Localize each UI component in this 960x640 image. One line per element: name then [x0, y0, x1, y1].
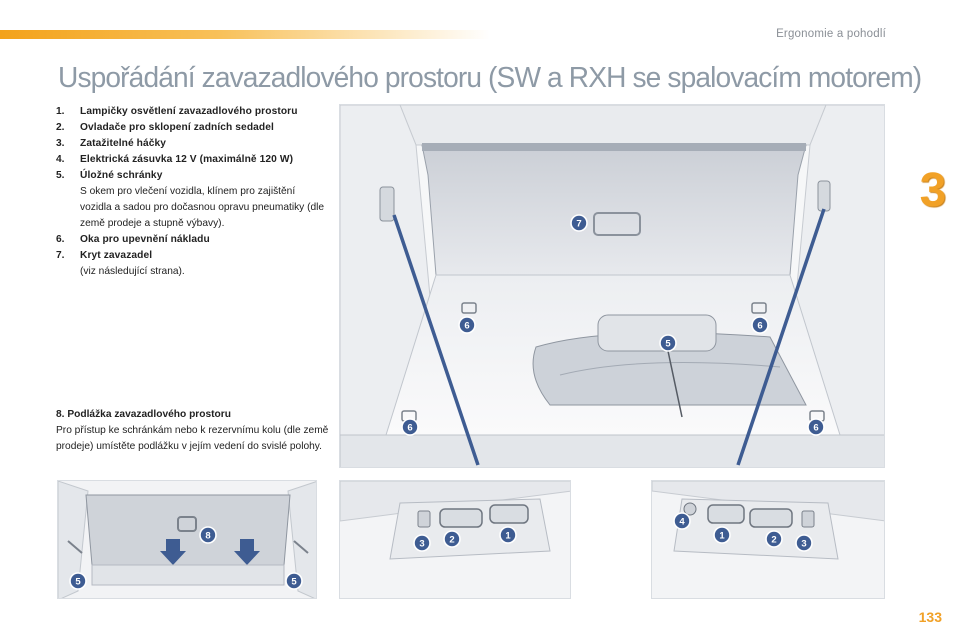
legend-title: Ovladače pro sklopení zadních sedadel — [80, 122, 274, 133]
svg-text:5: 5 — [75, 577, 81, 588]
legend-description: Pro přístup ke schránkám nebo k rezervní… — [56, 425, 329, 452]
legend-title: Podlážka zavazadlového prostoru — [67, 409, 231, 420]
svg-text:5: 5 — [291, 577, 297, 588]
svg-text:2: 2 — [771, 535, 776, 546]
svg-text:3: 3 — [419, 539, 424, 550]
svg-text:1: 1 — [505, 531, 511, 542]
marker-3: 3 — [413, 534, 431, 552]
legend-item: 4. Elektrická zásuvka 12 V (maximálně 12… — [56, 152, 326, 168]
legend-title: Úložné schránky — [80, 170, 163, 181]
trunk-main-illustration: 7 6 6 5 6 6 — [339, 104, 885, 468]
svg-text:5: 5 — [665, 339, 671, 350]
legend-list: 1. Lampičky osvětlení zavazadlového pros… — [56, 104, 326, 280]
marker-2: 2 — [443, 530, 461, 548]
legend-title: Elektrická zásuvka 12 V (maximálně 120 W… — [80, 154, 294, 165]
legend-number: 5. — [56, 170, 65, 181]
marker-1: 1 — [499, 526, 517, 544]
trunk-floor-illustration: 8 5 5 — [57, 480, 317, 599]
svg-text:2: 2 — [449, 535, 454, 546]
legend-number: 7. — [56, 250, 65, 261]
marker-2: 2 — [765, 530, 783, 548]
svg-text:6: 6 — [757, 321, 762, 332]
marker-4: 4 — [673, 512, 691, 530]
chapter-title: Ergonomie a pohodlí — [776, 28, 886, 40]
svg-text:6: 6 — [407, 423, 412, 434]
legend-item: 2. Ovladače pro sklopení zadních sedadel — [56, 120, 326, 136]
legend-description: S okem pro vlečení vozidla, klínem pro z… — [80, 186, 325, 229]
legend-title: Zatažitelné háčky — [80, 138, 167, 149]
legend-number: 2. — [56, 122, 65, 133]
left-side-panel-illustration: 3 2 1 — [339, 480, 571, 599]
marker-7: 7 — [570, 214, 588, 232]
page-number: 133 — [918, 609, 942, 625]
marker-1: 1 — [713, 526, 731, 544]
svg-text:7: 7 — [576, 219, 581, 230]
legend-item: 5. Úložné schránky S okem pro vlečení vo… — [56, 168, 326, 232]
svg-text:1: 1 — [719, 531, 725, 542]
marker-3: 3 — [795, 534, 813, 552]
marker-6: 6 — [751, 316, 769, 334]
legend-number: 4. — [56, 154, 65, 165]
legend-number: 6. — [56, 234, 65, 245]
svg-text:3: 3 — [801, 539, 806, 550]
chapter-number-tab: 3 — [919, 164, 947, 217]
legend-title: Oka pro upevnění nákladu — [80, 234, 210, 245]
svg-text:6: 6 — [813, 423, 818, 434]
legend-number: 3. — [56, 138, 65, 149]
svg-text:6: 6 — [464, 321, 469, 332]
marker-5: 5 — [285, 572, 303, 590]
svg-text:8: 8 — [205, 531, 210, 542]
marker-6: 6 — [807, 418, 825, 436]
legend-title: Kryt zavazadel — [80, 250, 153, 261]
svg-text:4: 4 — [679, 517, 685, 528]
legend-item: 3. Zatažitelné háčky — [56, 136, 326, 152]
marker-6: 6 — [401, 418, 419, 436]
legend-description: (viz následující strana). — [80, 266, 185, 277]
legend-item: 1. Lampičky osvětlení zavazadlového pros… — [56, 104, 326, 120]
legend-number: 1. — [56, 106, 65, 117]
marker-5: 5 — [69, 572, 87, 590]
legend-item: 7. Kryt zavazadel (viz následující stran… — [56, 248, 326, 280]
marker-8: 8 — [199, 526, 217, 544]
legend-item: 6. Oka pro upevnění nákladu — [56, 232, 326, 248]
page-title: Uspořádání zavazadlového prostoru (SW a … — [58, 62, 922, 94]
legend-number: 8. — [56, 409, 65, 420]
header-accent-bar — [0, 30, 490, 39]
right-side-panel-illustration: 4 1 2 3 — [651, 480, 885, 599]
legend-item-8: 8. Podlážka zavazadlového prostoru Pro p… — [56, 407, 331, 455]
legend-item: 8. Podlážka zavazadlového prostoru Pro p… — [56, 407, 331, 455]
legend-title: Lampičky osvětlení zavazadlového prostor… — [80, 106, 298, 117]
marker-6: 6 — [458, 316, 476, 334]
marker-5: 5 — [659, 334, 677, 352]
